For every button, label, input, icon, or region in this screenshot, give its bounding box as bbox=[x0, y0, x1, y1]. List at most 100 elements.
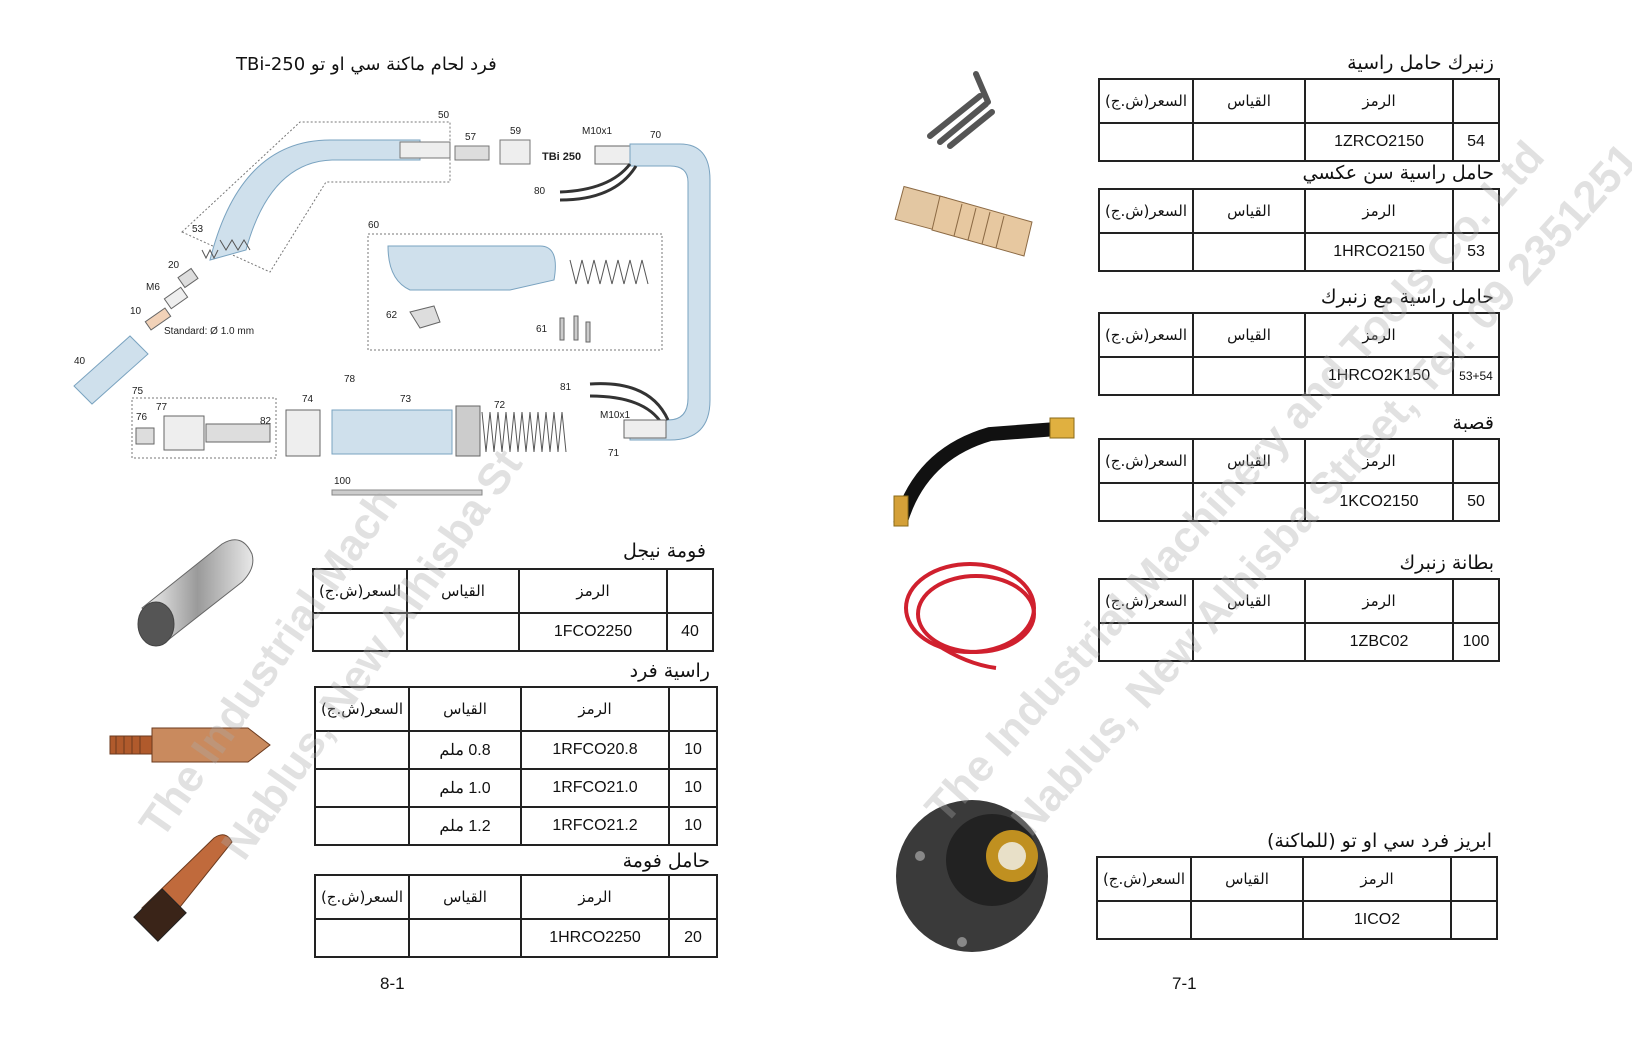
part-59 bbox=[499, 139, 531, 165]
col-size: القياس bbox=[1192, 312, 1306, 358]
svg-text:77: 77 bbox=[156, 402, 168, 413]
part-m6 bbox=[163, 286, 189, 310]
part-77 bbox=[163, 415, 205, 451]
table-row: 1ZRCO2150 54 bbox=[1098, 122, 1500, 162]
svg-text:59: 59 bbox=[510, 126, 522, 137]
table-row: 1.0 ملم 1RFCO21.0 10 bbox=[314, 768, 718, 808]
nozzle-holder-image bbox=[133, 834, 233, 942]
section-title-tip-holder-reverse: حامل راسية سن عكسي bbox=[1302, 162, 1494, 184]
col-size: القياس bbox=[406, 568, 520, 614]
col-num bbox=[1452, 188, 1500, 234]
euro-connector-image bbox=[896, 800, 1048, 952]
col-code: الرمز bbox=[1302, 856, 1452, 902]
svg-text:50: 50 bbox=[438, 110, 450, 121]
part-100-liner bbox=[331, 489, 483, 496]
tip-holder-image bbox=[894, 185, 1033, 257]
col-num bbox=[1450, 856, 1498, 902]
col-price: السعر(ش.ج) bbox=[1098, 438, 1194, 484]
section-title-contact-tip: راسية فرد bbox=[629, 660, 710, 682]
table-contact-tip: السعر(ش.ج) القياس الرمز 0.8 ملم 1RFCO20.… bbox=[314, 686, 718, 846]
svg-text:100: 100 bbox=[334, 476, 351, 487]
svg-text:40: 40 bbox=[74, 356, 86, 367]
table-tip-holder-with-spring: السعر(ش.ج) القياس الرمز 1HRCO2K150 53+54 bbox=[1098, 312, 1500, 396]
section-title-tip-holder-with-spring: حامل راسية مع زنبرك bbox=[1320, 286, 1494, 308]
table-row: 1HRCO2K150 53+54 bbox=[1098, 356, 1500, 396]
section-title-euro-connector: ابريز فرد سي او تو (للماكنة) bbox=[1266, 830, 1492, 852]
section-title-nozzle: فومة نيجل bbox=[623, 540, 706, 562]
col-code: الرمز bbox=[1304, 78, 1454, 124]
col-size: القياس bbox=[1192, 188, 1306, 234]
col-num bbox=[1452, 78, 1500, 124]
part-74 bbox=[285, 409, 321, 457]
col-code: الرمز bbox=[520, 874, 670, 920]
table-swan-neck: السعر(ش.ج) القياس الرمز 1KCO2150 50 bbox=[1098, 438, 1500, 522]
liner-image bbox=[904, 562, 1036, 670]
section-title-nozzle-holder: حامل فومة bbox=[622, 850, 710, 872]
part-82 bbox=[205, 423, 271, 443]
table-liner: السعر(ش.ج) القياس الرمز 1ZBC02 100 bbox=[1098, 578, 1500, 662]
col-size: القياس bbox=[1190, 856, 1304, 902]
col-num bbox=[666, 568, 714, 614]
col-price: السعر(ش.ج) bbox=[314, 686, 410, 732]
contact-tip-image bbox=[109, 727, 271, 763]
table-row: 1.2 ملم 1RFCO21.2 10 bbox=[314, 806, 718, 846]
table-nozzle: السعر(ش.ج) القياس الرمز 1FCO2250 40 bbox=[312, 568, 714, 652]
left-page: فرد لحام ماكنة سي او تو TBi-250 bbox=[73, 54, 718, 993]
nozzle-image bbox=[137, 539, 254, 647]
col-num bbox=[668, 874, 718, 920]
svg-text:71: 71 bbox=[608, 448, 620, 459]
svg-text:75: 75 bbox=[132, 386, 144, 397]
col-price: السعر(ش.ج) bbox=[1098, 78, 1194, 124]
section-title-tip-holder-spring: زنبرك حامل راسية bbox=[1347, 52, 1494, 74]
svg-text:78: 78 bbox=[344, 374, 356, 385]
section-title-liner: بطانة زنبرك bbox=[1399, 552, 1494, 574]
col-code: الرمز bbox=[1304, 188, 1454, 234]
col-code: الرمز bbox=[520, 686, 670, 732]
table-row: 1HRCO2250 20 bbox=[314, 918, 718, 958]
svg-text:76: 76 bbox=[136, 412, 148, 423]
col-num bbox=[1452, 312, 1500, 358]
svg-text:60: 60 bbox=[368, 220, 380, 231]
col-num bbox=[668, 686, 718, 732]
svg-text:73: 73 bbox=[400, 394, 412, 405]
part-20 bbox=[177, 267, 199, 289]
table-tip-holder-reverse: السعر(ش.ج) القياس الرمز 1HRCO2150 53 bbox=[1098, 188, 1500, 272]
page-number-right: 7-1 bbox=[1172, 974, 1197, 993]
svg-text:61: 61 bbox=[536, 324, 548, 335]
svg-text:70: 70 bbox=[650, 130, 662, 141]
svg-text:20: 20 bbox=[168, 260, 180, 271]
svg-text:Standard: Ø 1.0 mm: Standard: Ø 1.0 mm bbox=[164, 326, 254, 337]
col-size: القياس bbox=[1192, 578, 1306, 624]
spring-image bbox=[927, 71, 995, 149]
table-row: 1KCO2150 50 bbox=[1098, 482, 1500, 522]
col-price: السعر(ش.ج) bbox=[1098, 188, 1194, 234]
section-title-swan-neck: قصبة bbox=[1452, 412, 1494, 434]
col-num bbox=[1452, 438, 1500, 484]
svg-text:10: 10 bbox=[130, 306, 142, 317]
svg-text:57: 57 bbox=[465, 132, 477, 143]
part-60-handle bbox=[387, 245, 556, 291]
svg-text:53: 53 bbox=[192, 224, 204, 235]
svg-text:82: 82 bbox=[260, 416, 272, 427]
svg-text:72: 72 bbox=[494, 400, 506, 411]
page-number-left: 8-1 bbox=[380, 974, 405, 993]
svg-text:62: 62 bbox=[386, 310, 398, 321]
part-57 bbox=[454, 145, 490, 161]
svg-text:M10x1: M10x1 bbox=[582, 126, 612, 137]
table-row: 1ICO2 bbox=[1096, 900, 1498, 940]
part-10 bbox=[144, 307, 172, 331]
torch-exploded-diagram: 50 57 59 70 M10x1 TBi 250 80 53 60 20 M6… bbox=[73, 110, 711, 496]
table-nozzle-holder: السعر(ش.ج) القياس الرمز 1HRCO2250 20 bbox=[314, 874, 718, 958]
col-price: السعر(ش.ج) bbox=[1098, 578, 1194, 624]
col-price: السعر(ش.ج) bbox=[312, 568, 408, 614]
part-76 bbox=[135, 427, 155, 445]
svg-text:80: 80 bbox=[534, 186, 546, 197]
table-row: 1FCO2250 40 bbox=[312, 612, 714, 652]
svg-text:TBi 250: TBi 250 bbox=[542, 151, 581, 163]
diagram-title: فرد لحام ماكنة سي او تو TBi-250 bbox=[236, 54, 497, 75]
part-40-nozzle bbox=[73, 335, 149, 405]
table-row: 1ZBC02 100 bbox=[1098, 622, 1500, 662]
svg-text:74: 74 bbox=[302, 394, 314, 405]
swan-neck-image bbox=[893, 417, 1075, 527]
col-size: القياس bbox=[1192, 438, 1306, 484]
